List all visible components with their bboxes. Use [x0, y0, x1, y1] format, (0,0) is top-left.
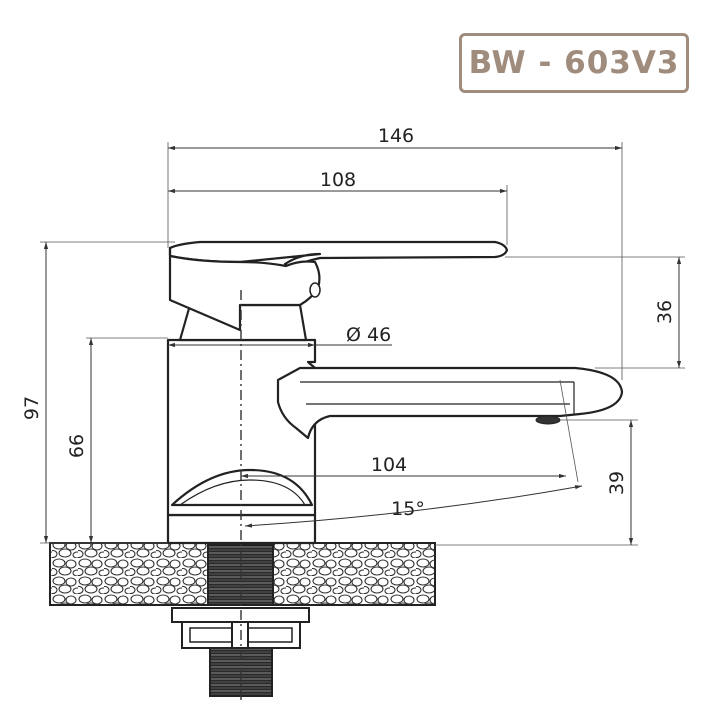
- dim-lever-height: 36: [654, 300, 676, 324]
- dim-overall-length: 146: [378, 125, 414, 147]
- dim-total-height: 97: [21, 396, 43, 420]
- faucet-body: [166, 240, 624, 545]
- dim-spout-reach: 104: [371, 454, 407, 476]
- extension-lines: [40, 142, 685, 546]
- dim-swivel-angle: 15°: [391, 498, 425, 520]
- dim-body-diameter: Ø 46: [346, 324, 391, 346]
- model-code: BW - 603V3: [468, 45, 680, 81]
- dimension-lines: [43, 145, 682, 545]
- dim-spout-height: 66: [66, 434, 88, 458]
- dim-outlet-clearance: 39: [606, 471, 628, 495]
- dim-handle-length: 108: [320, 169, 356, 191]
- model-badge: BW - 603V3: [459, 33, 689, 93]
